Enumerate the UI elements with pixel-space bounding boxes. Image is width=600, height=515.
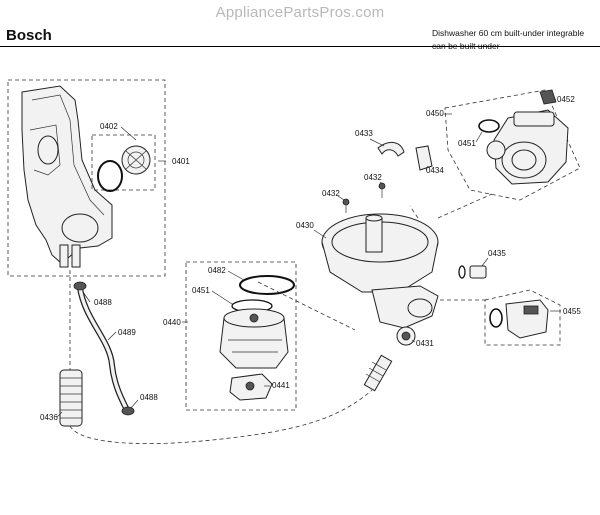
label-0441: 0441 [272,381,290,390]
corrugated-hose-part-0436[interactable] [59,369,83,427]
label-0488-bottom: 0488 [140,393,158,402]
label-0402: 0402 [100,122,118,131]
label-0431: 0431 [416,339,434,348]
brand-title: Bosch [6,27,52,44]
gasket-part-0482[interactable] [239,275,295,295]
heater-pump-part-0440[interactable] [219,308,289,369]
label-0488-top: 0488 [94,298,112,307]
label-0482: 0482 [208,266,226,275]
pump-motor-part-0441[interactable] [229,373,273,401]
nonreturn-valve-part-0431[interactable] [396,326,416,346]
clip-part-0433[interactable] [377,142,405,157]
label-0433: 0433 [355,129,373,138]
group-box-0440 [185,261,297,411]
connection-path-sump-top [409,205,419,219]
sump-housing-part-0401[interactable] [21,85,113,268]
drain-hose-part-0489[interactable] [77,287,130,412]
label-0451-center: 0451 [192,286,210,295]
label-0440: 0440 [163,318,181,327]
drain-fitting [363,354,393,392]
label-0451-pump: 0451 [458,139,476,148]
o-ring-0402 [97,160,123,192]
label-0489: 0489 [118,328,136,337]
group-box-0402 [91,134,156,191]
label-0435: 0435 [488,249,506,258]
seal-part-0451-pump[interactable] [478,119,500,133]
label-0401: 0401 [172,157,190,166]
hose-clamp-part-0488-top[interactable] [73,281,87,291]
component-part-0455[interactable] [505,299,549,339]
group-box-0450 [444,89,581,201]
group-box-0401 [7,79,166,277]
hose-clamp-part-0488-bottom[interactable] [121,406,135,416]
label-0452: 0452 [557,95,575,104]
connection-path-pump [437,193,493,219]
screw-part-0432-a[interactable] [378,182,386,198]
label-0450: 0450 [426,109,444,118]
label-0432-a: 0432 [364,173,382,182]
group-box-0455 [484,289,561,346]
circulation-pump-part-0450[interactable] [493,109,569,185]
label-0455: 0455 [563,307,581,316]
label-0436: 0436 [40,413,58,422]
label-0434: 0434 [426,166,444,175]
bracket-part-0434[interactable] [415,145,433,171]
screw-part-0432-b[interactable] [342,198,350,213]
pump-inlet [486,140,506,160]
watermark-text: AppliancePartsPros.com [215,4,385,21]
connection-path-lower [69,389,373,445]
label-0430: 0430 [296,221,314,230]
description-line-1: Dishwasher 60 cm built-under integrable [432,28,585,38]
header-divider [0,46,600,47]
label-0432-b: 0432 [322,189,340,198]
sump-part-0430[interactable] [321,213,439,329]
sensor-part-0435[interactable] [458,265,487,279]
clamp-part-0452[interactable] [539,89,557,105]
cover-plate-part-0402[interactable] [121,145,151,175]
o-ring-0455 [489,308,503,328]
